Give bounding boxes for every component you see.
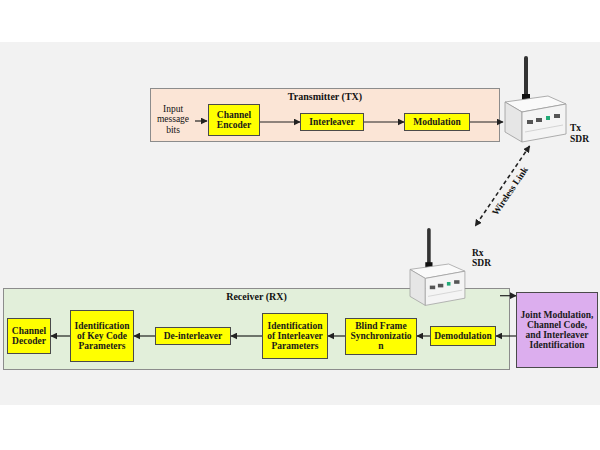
- input-label: Input message bits: [152, 104, 194, 135]
- process-box: De-interleaver: [155, 327, 231, 345]
- process-box: Modulation: [404, 113, 470, 131]
- input-arrow: [195, 120, 207, 121]
- wireless-link: [475, 146, 529, 226]
- process-box: Identification of Key Code Parameters: [70, 310, 134, 362]
- sdr-device: Rx SDR: [405, 226, 500, 308]
- flow-arrow: [364, 121, 404, 122]
- flow-arrow: [500, 295, 516, 296]
- process-box: Identification of Interleaver Parameters: [262, 313, 328, 359]
- rx-sdr-device: [410, 228, 465, 305]
- flow-arrow: [496, 335, 516, 336]
- box-label: Modulation: [411, 117, 463, 127]
- box-label: Identification of Key Code Parameters: [71, 321, 133, 352]
- rx-sdr-shape: [410, 228, 465, 305]
- edge-group: [51, 122, 530, 336]
- box-label: Demodulation: [432, 331, 494, 341]
- box-label: Identification of Interleaver Parameters: [263, 321, 327, 352]
- panel-heading: Receiver (RX): [4, 289, 509, 302]
- flow-arrow: [470, 121, 503, 122]
- grey-band: [0, 42, 600, 405]
- transmitter-panel: Transmitter (TX) Channel Encoder Interleav…: [150, 88, 500, 142]
- flow-arrow: [328, 335, 345, 336]
- flow-arrow: [231, 335, 262, 336]
- flow-arrow: [417, 335, 430, 336]
- flow-arrow: [134, 335, 155, 336]
- device-label: Tx SDR: [570, 123, 598, 144]
- flow-arrow: [260, 121, 300, 122]
- box-label: Joint Modulation, Channel Code, and Inte…: [517, 310, 597, 351]
- box-label: Blind Frame Synchronization: [346, 321, 416, 352]
- flow-arrow: [51, 335, 70, 336]
- process-box: Demodulation: [430, 326, 496, 346]
- device-label: Rx SDR: [472, 248, 500, 269]
- process-box: Channel Decoder: [7, 318, 51, 354]
- box-label: Channel Decoder: [8, 326, 50, 347]
- receiver-panel: Receiver (RX) Demodulation Blind Frame Syn…: [3, 288, 510, 370]
- box-label: De-interleaver: [162, 331, 225, 341]
- tx-sdr-device: [505, 56, 566, 142]
- box-label: Interleaver: [307, 117, 356, 127]
- sdr-device: Tx SDR: [503, 54, 598, 146]
- process-box: Interleaver: [300, 113, 364, 131]
- box-label: Channel Encoder: [209, 110, 259, 131]
- process-box: Blind Frame Synchronization: [345, 318, 417, 355]
- panel-heading: Transmitter (TX): [151, 89, 499, 102]
- identification-box: Joint Modulation, Channel Code, and Inte…: [516, 292, 598, 368]
- process-box: Channel Encoder: [208, 104, 260, 136]
